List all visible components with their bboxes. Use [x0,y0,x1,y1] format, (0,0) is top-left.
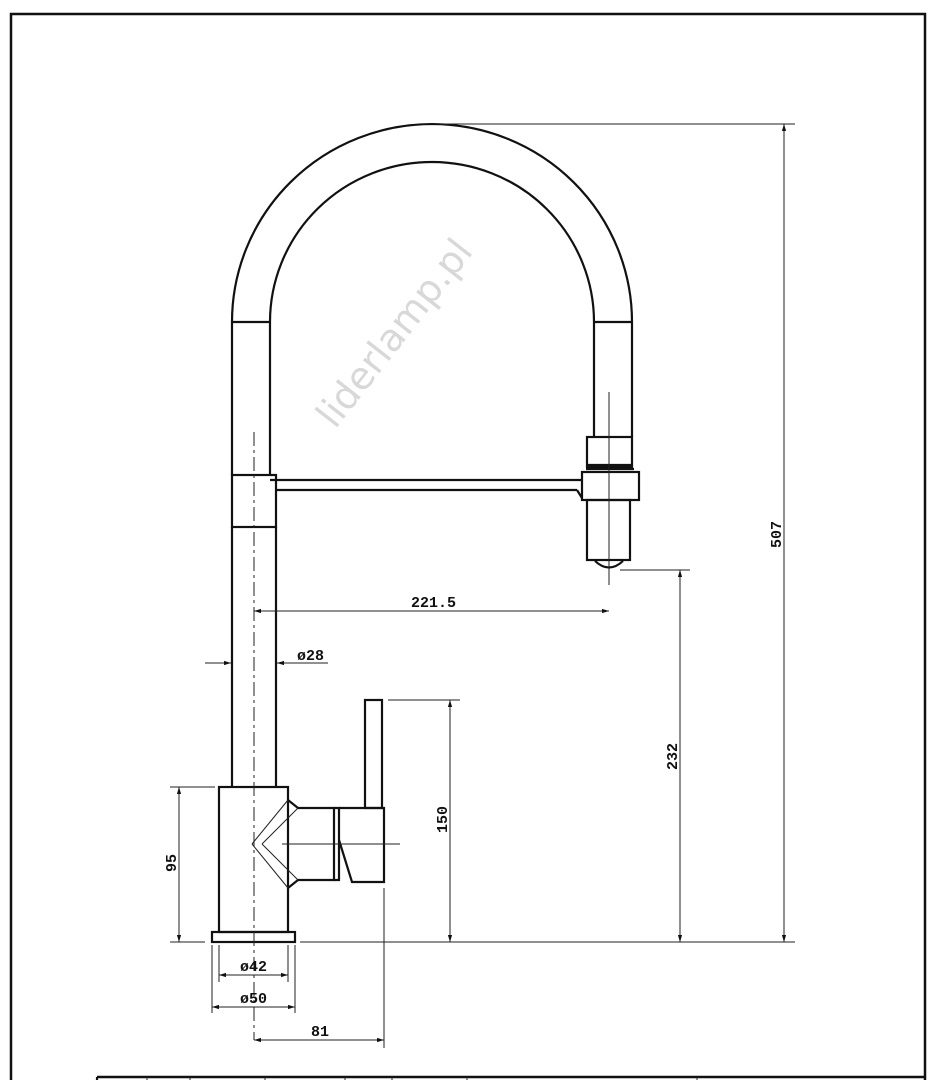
dim-spout-height: 232 [665,743,682,770]
dim-body-diameter: ø42 [240,959,267,976]
dim-lever-height: 150 [435,806,452,833]
center-lines [253,392,610,1040]
title-block-table [95,1075,926,1080]
spray-head [580,435,641,569]
dim-body-height: 95 [164,854,181,872]
dim-base-diameter: ø50 [240,991,267,1008]
dim-pipe-diameter: ø28 [297,648,324,665]
faucet-outline [210,122,641,944]
dimension-lines [170,123,795,1048]
dim-spout-reach: 221.5 [411,595,456,612]
dim-lever-offset: 81 [311,1024,329,1041]
dim-total-height: 507 [769,521,786,548]
watermark: liderlamp.pl [307,230,481,435]
spout-arch [230,122,634,475]
spray-holder-bar [270,478,583,499]
mixer-lever [363,698,384,810]
drawing-frame [9,12,927,1080]
